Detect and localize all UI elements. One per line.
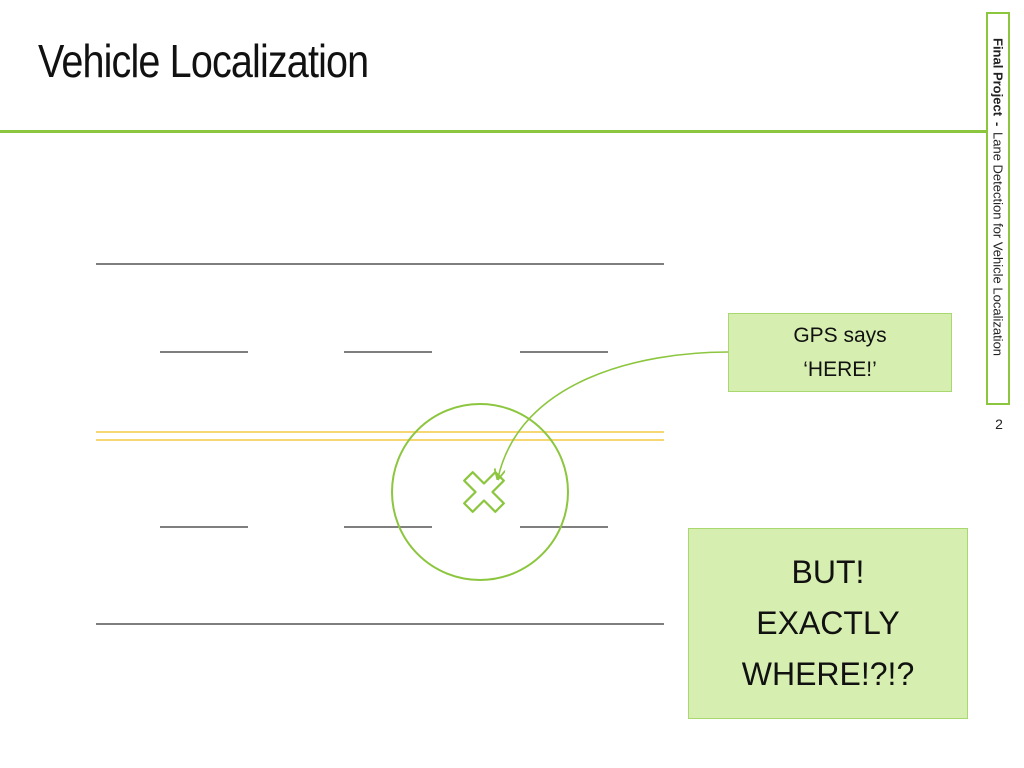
- gps-callout-line2: ‘HERE!’: [803, 357, 877, 381]
- sidebar-tab-text: Final Project - Lane Detection for Vehic…: [986, 12, 1010, 405]
- cross-x-icon: [463, 471, 505, 513]
- gps-arrow: [498, 351, 729, 478]
- title-divider: [0, 130, 986, 133]
- sidebar-subtitle: Lane Detection for Vehicle Localization: [990, 132, 1006, 357]
- sidebar-project-label: Final Project: [990, 38, 1006, 117]
- but-callout-line1: BUT!: [791, 554, 865, 590]
- but-callout: BUT! EXACTLY WHERE!?!?: [688, 528, 968, 719]
- gps-callout: GPS says ‘HERE!’: [728, 313, 952, 392]
- slide-title: Vehicle Localization: [38, 35, 369, 87]
- but-callout-line3: WHERE!?!?: [741, 656, 915, 692]
- page-number: 2: [995, 416, 1003, 432]
- sidebar-separator: -: [990, 122, 1006, 127]
- gps-callout-line1: GPS says: [793, 323, 887, 347]
- sidebar-tab-frame: [986, 12, 1010, 405]
- gps-uncertainty-circle: [391, 403, 569, 581]
- but-callout-line2: EXACTLY: [756, 605, 900, 641]
